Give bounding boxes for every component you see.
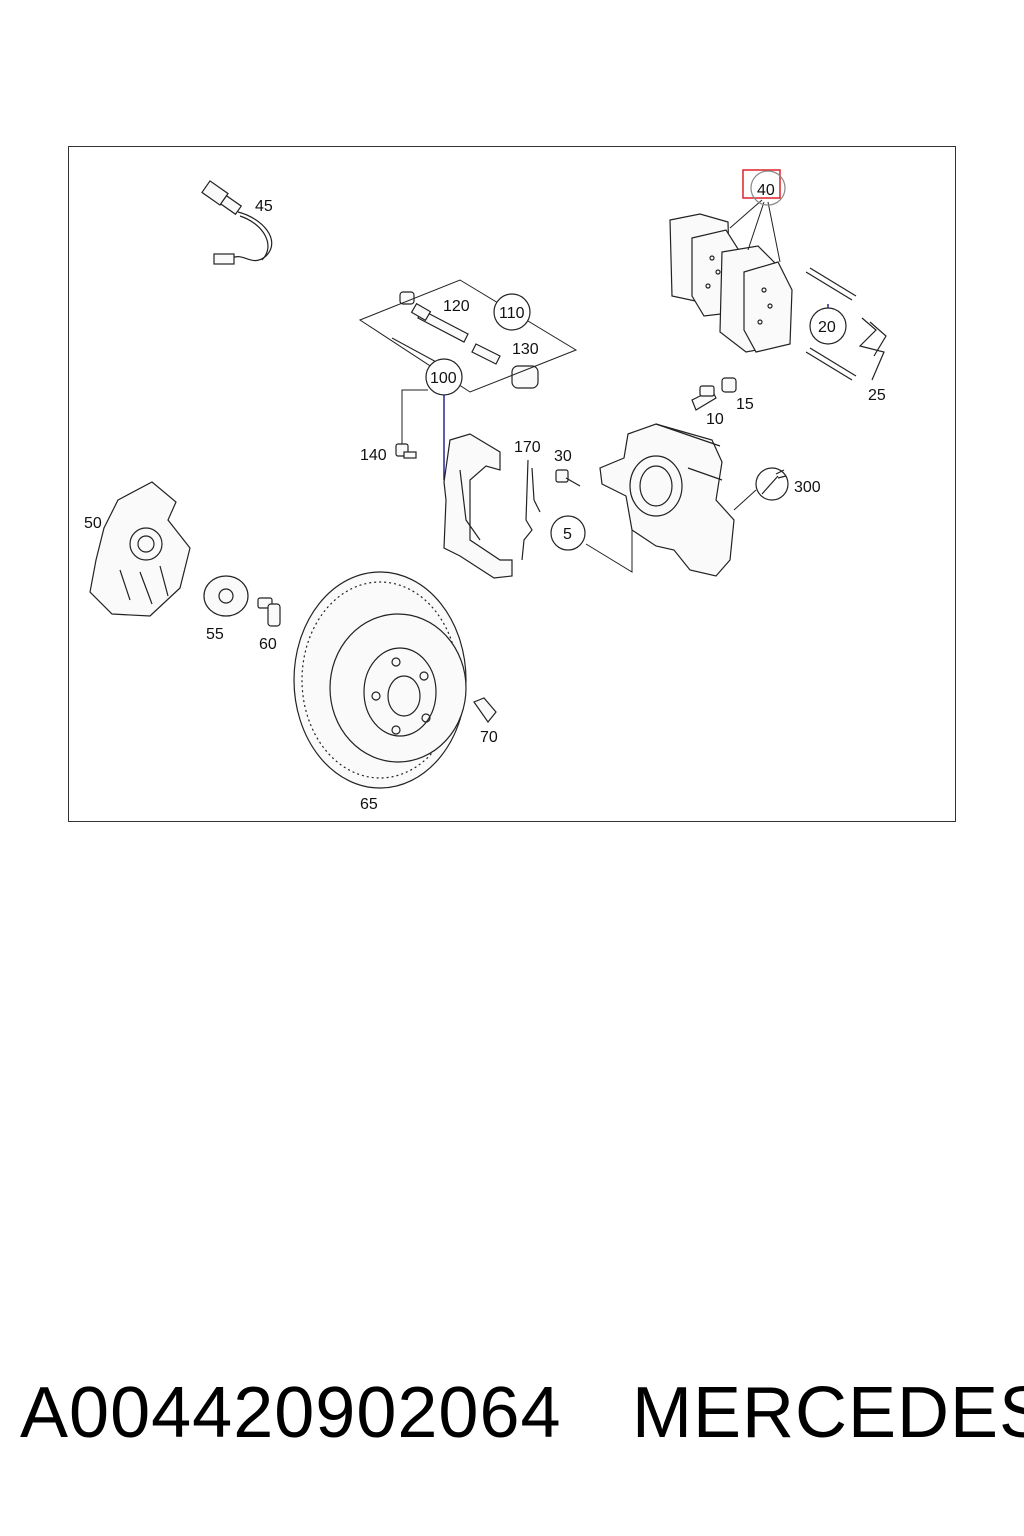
part-65-brake-disc[interactable] [293, 571, 467, 789]
callout-130: 130 [512, 341, 539, 358]
callout-70: 70 [480, 729, 498, 746]
part-130-guide-sleeve[interactable] [471, 343, 539, 389]
part-140-bolt[interactable] [395, 443, 417, 459]
callout-25: 25 [868, 387, 886, 404]
callout-110: 110 [499, 305, 525, 322]
callout-55: 55 [206, 626, 224, 643]
part-45-wear-sensor[interactable] [201, 180, 273, 265]
callout-40: 40 [757, 182, 775, 199]
part-55-washer[interactable] [203, 575, 249, 617]
part-10-bleeder-valve[interactable] [691, 385, 717, 411]
part-number: A004420902064 [20, 1373, 562, 1453]
callout-bubble-110 [493, 293, 531, 331]
wrench-icon [755, 467, 789, 501]
callout-140: 140 [360, 447, 387, 464]
callout-5: 5 [563, 526, 572, 543]
highlight-box-40 [742, 169, 781, 199]
callout-15: 15 [736, 396, 754, 413]
part-170-spring[interactable] [521, 459, 541, 561]
callout-45: 45 [255, 198, 273, 215]
part-60-bolt[interactable] [257, 597, 281, 627]
callout-100: 100 [430, 370, 457, 387]
footer: A004420902064 MERCEDES [0, 1372, 1024, 1482]
callout-65: 65 [360, 796, 378, 813]
callout-300: 300 [794, 479, 821, 496]
callout-bubble-5 [550, 515, 586, 551]
callout-120: 120 [443, 298, 470, 315]
callout-bubble-40 [750, 170, 786, 206]
part-70-screw[interactable] [473, 697, 497, 724]
callout-10: 10 [706, 411, 724, 428]
callout-20: 20 [818, 319, 836, 336]
part-caliper-carrier[interactable] [443, 433, 513, 579]
callout-60: 60 [259, 636, 277, 653]
part-40-brake-pads[interactable] [669, 199, 793, 353]
callout-30: 30 [554, 448, 572, 465]
callout-170: 170 [514, 439, 541, 456]
part-caliper-housing[interactable] [599, 423, 735, 577]
part-50-dust-shield[interactable] [89, 481, 191, 617]
callout-50: 50 [84, 515, 102, 532]
part-25-anti-rattle-spring[interactable] [858, 317, 887, 381]
callout-bubble-20 [809, 307, 847, 345]
brand-name: MERCEDES [632, 1373, 1024, 1453]
part-30-bolt[interactable] [555, 469, 581, 487]
part-15-cap[interactable] [721, 377, 737, 393]
